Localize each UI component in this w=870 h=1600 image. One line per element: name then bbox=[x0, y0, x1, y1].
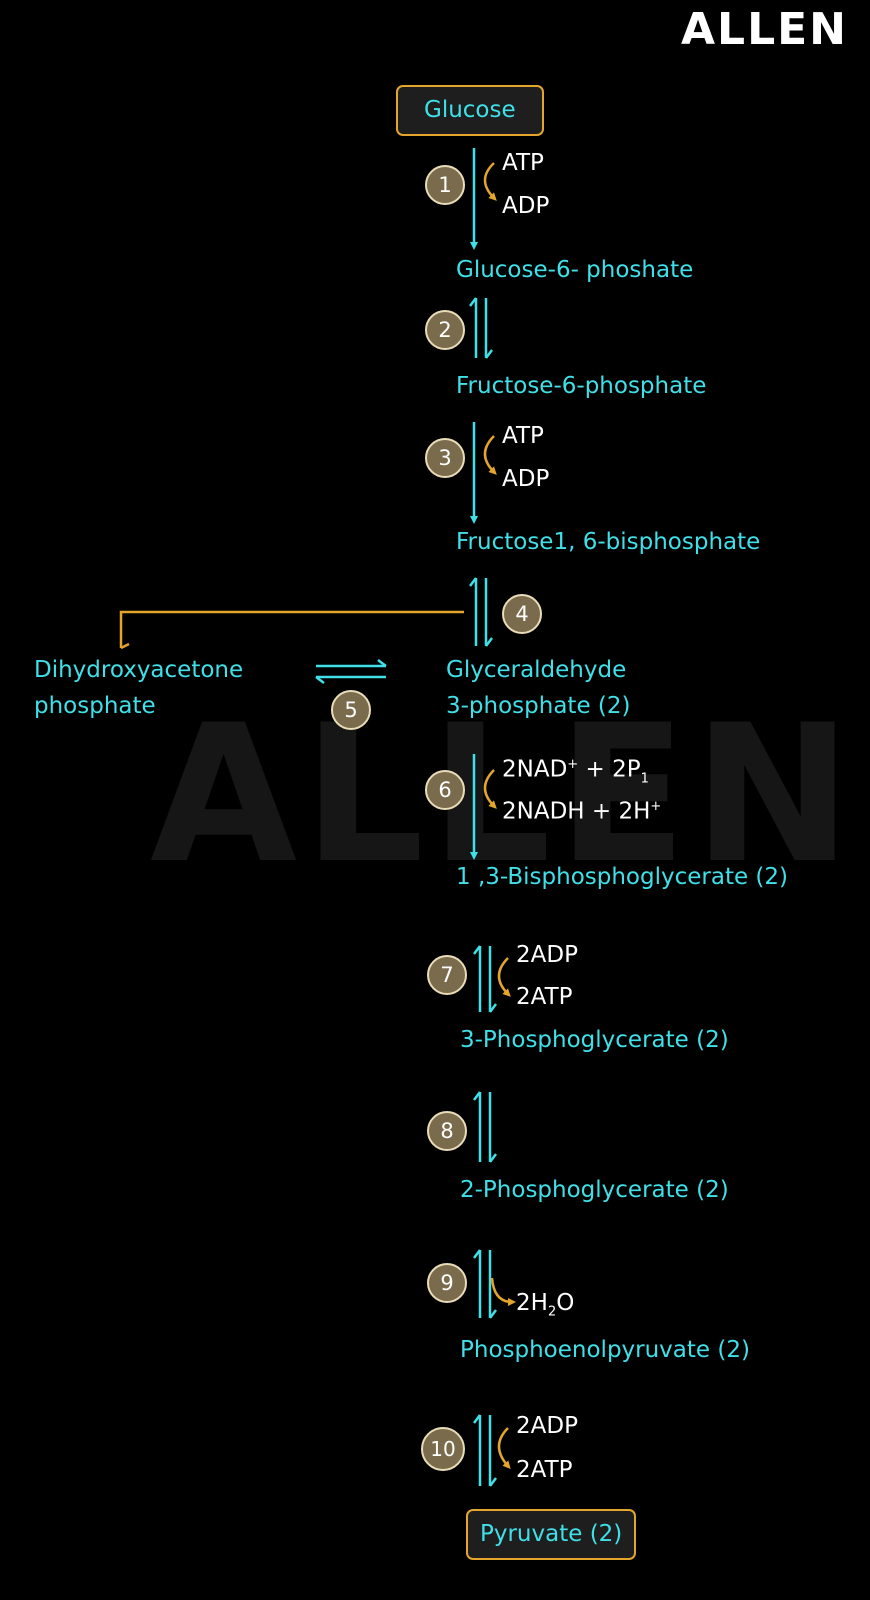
compound-dhap-line2: phosphate bbox=[34, 693, 156, 719]
step-1-badge: 1 bbox=[425, 165, 465, 205]
compound-fructose-6-phosphate: Fructose-6-phosphate bbox=[456, 373, 707, 399]
step-10-input: 2ADP bbox=[516, 1413, 578, 1439]
watermark: ALLEN bbox=[150, 684, 858, 905]
compound-2-phosphoglycerate: 2-Phosphoglycerate (2) bbox=[460, 1177, 729, 1203]
step-3-badge: 3 bbox=[425, 438, 465, 478]
step-7-badge: 7 bbox=[427, 955, 467, 995]
step-1-input: ATP bbox=[502, 150, 544, 176]
arrow-step-4 bbox=[119, 577, 493, 650]
step-6-output: 2NADH + 2H+ bbox=[502, 798, 662, 825]
step-8-badge: 8 bbox=[427, 1111, 467, 1151]
arrow-step-10 bbox=[473, 1414, 511, 1487]
compound-dhap-line1: Dihydroxyacetone bbox=[34, 657, 244, 683]
arrow-step-9 bbox=[473, 1249, 516, 1319]
compound-phosphoenolpyruvate: Phosphoenolpyruvate (2) bbox=[460, 1337, 750, 1363]
compound-glucose-6-phosphate: Glucose-6- phoshate bbox=[456, 257, 694, 283]
arrow-step-5 bbox=[315, 659, 387, 684]
arrow-step-1 bbox=[470, 148, 497, 250]
arrow-step-2 bbox=[469, 297, 493, 359]
arrow-step-6 bbox=[470, 754, 497, 860]
step-1-output: ADP bbox=[502, 193, 550, 219]
pyruvate-box: Pyruvate (2) bbox=[466, 1509, 637, 1560]
brand-logo: ALLEN bbox=[680, 4, 848, 55]
step-6-badge: 6 bbox=[425, 770, 465, 810]
compound-fructose-1-6-bisphosphate: Fructose1, 6-bisphosphate bbox=[456, 529, 761, 555]
step-10-badge: 10 bbox=[421, 1427, 465, 1471]
step-4-badge: 4 bbox=[502, 594, 542, 634]
compound-3-phosphoglycerate: 3-Phosphoglycerate (2) bbox=[460, 1027, 729, 1053]
step-9-output: 2H2O bbox=[516, 1290, 575, 1320]
step-3-output: ADP bbox=[502, 466, 550, 492]
compound-g3p-line1: Glyceraldehyde bbox=[446, 657, 627, 683]
step-7-input: 2ADP bbox=[516, 942, 578, 968]
step-6-input: 2NAD+ + 2P1 bbox=[502, 756, 649, 787]
compound-1-3-bisphosphoglycerate: 1 ,3-Bisphosphoglycerate (2) bbox=[456, 864, 789, 890]
step-3-input: ATP bbox=[502, 423, 544, 449]
compound-g3p-line2: 3-phosphate (2) bbox=[446, 693, 631, 719]
step-7-output: 2ATP bbox=[516, 984, 573, 1010]
glucose-box: Glucose bbox=[396, 85, 544, 136]
arrow-step-8 bbox=[473, 1091, 497, 1163]
arrow-step-3 bbox=[470, 422, 497, 524]
step-5-badge: 5 bbox=[331, 690, 371, 730]
step-2-badge: 2 bbox=[425, 310, 465, 350]
step-9-badge: 9 bbox=[427, 1263, 467, 1303]
step-10-output: 2ATP bbox=[516, 1457, 573, 1483]
arrow-step-7 bbox=[473, 945, 511, 1013]
